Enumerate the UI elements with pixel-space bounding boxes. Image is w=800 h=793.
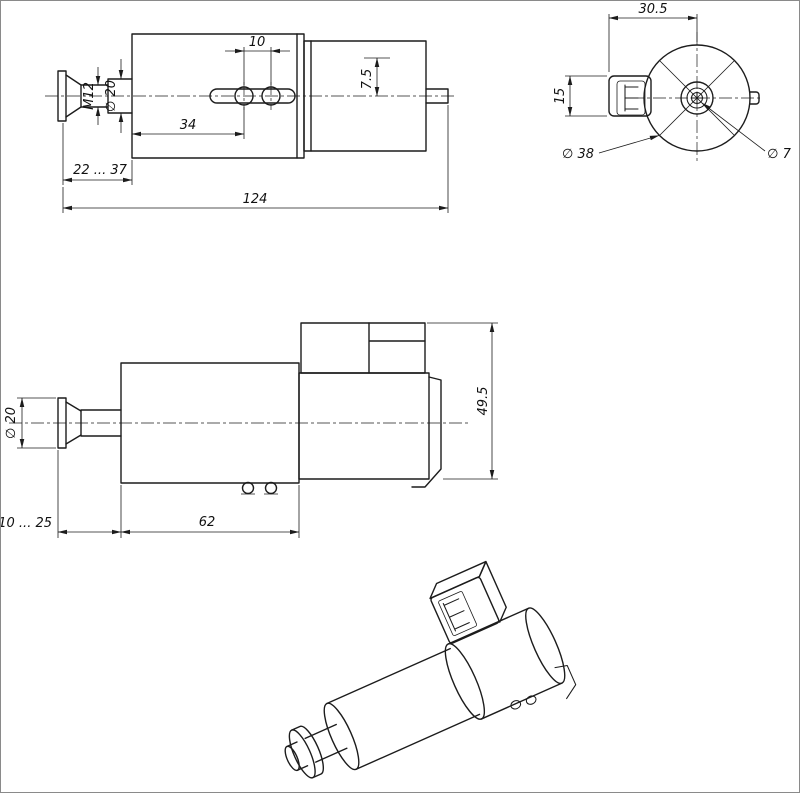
extension-lines	[243, 47, 272, 85]
dim-label-hole-dia: ∅ 7	[767, 147, 791, 162]
dim-label-plunger-dia: ∅ 20	[104, 80, 119, 112]
extension-lines	[608, 14, 698, 72]
iso-connector	[429, 560, 507, 644]
body-outline	[131, 33, 449, 159]
terminal-stud-left	[241, 481, 255, 495]
view-front: 30.5 15 ∅ 38 ∅ 7	[553, 2, 792, 164]
view-isometric	[284, 560, 577, 779]
connector-detail-lines	[368, 322, 426, 374]
iso-mounting-clip	[554, 664, 577, 700]
terminal-stud-right	[264, 481, 278, 495]
body-circle	[643, 44, 751, 152]
plunger-thread-neck	[80, 84, 109, 108]
leader-hole-dia: ∅ 7	[701, 102, 792, 162]
iso-coil-front	[444, 643, 486, 720]
leader-line	[701, 102, 766, 152]
side-screw-nub	[749, 91, 760, 105]
mounting-clip	[411, 376, 442, 488]
iso-terminal-right	[525, 695, 537, 705]
dim-label-thread: M12	[82, 82, 97, 110]
plunger-cap-disc	[57, 70, 67, 122]
iso-neck	[304, 723, 348, 763]
dim-overall-length: 124	[62, 105, 449, 213]
view-side-retracted: ∅ 20 49.5 10 ... 25 62	[1, 322, 498, 538]
connector-inset	[616, 80, 646, 116]
iso-connector-inset	[438, 591, 477, 636]
hole-centerlines	[243, 82, 272, 110]
slot-and-holes	[209, 82, 296, 110]
body-outline	[120, 322, 442, 495]
dim-hole-spacing: 10	[225, 35, 290, 85]
leader-line	[598, 135, 660, 154]
rear-housing	[303, 40, 427, 152]
dim-connector-offset: 30.5	[608, 2, 698, 72]
iso-connector-front	[430, 576, 500, 644]
coil-section	[298, 372, 430, 480]
boss-circle	[686, 87, 708, 109]
dim-slot-offset: 7.5	[360, 57, 390, 97]
screw-cross	[690, 91, 704, 105]
dim-label-overall-length: 124	[243, 192, 268, 207]
extension-lines	[57, 450, 122, 538]
dim-label-body-length: 62	[199, 515, 216, 530]
plunger-cap-disc	[57, 397, 67, 449]
dim-label-overall-height: 49.5	[476, 387, 491, 416]
iso-body-sides	[326, 647, 481, 770]
dim-connector-height: 15	[553, 75, 607, 117]
gasket-comb-glyph	[624, 84, 639, 112]
rear-rod	[425, 88, 449, 104]
extension-lines	[427, 322, 498, 480]
connector-front	[608, 75, 652, 117]
iso-flange-back	[290, 725, 325, 779]
dim-thread: M12	[82, 67, 101, 125]
iso-details	[510, 664, 577, 710]
dim-overall-height: 49.5	[427, 322, 498, 480]
dim-label-hole-spacing: 10	[249, 35, 266, 50]
connector-housing-top	[300, 322, 426, 374]
iso-coil-sides	[447, 607, 563, 720]
iso-flange-front	[288, 729, 316, 779]
dim-label-body-dia: ∅ 38	[562, 147, 594, 162]
iso-terminal-left	[510, 700, 522, 710]
plunger-cap-cone	[65, 74, 82, 118]
iso-body-front	[323, 702, 360, 771]
leader-body-dia: ∅ 38	[562, 135, 660, 162]
dim-label-stroke-range: 22 ... 37	[73, 163, 127, 178]
extension-lines	[565, 75, 607, 117]
dim-plunger-dia: ∅ 20	[104, 59, 124, 133]
dim-label-plunger-dia: ∅ 20	[4, 407, 19, 439]
hub-circle	[680, 81, 714, 115]
dim-label-connector-offset: 30.5	[639, 2, 668, 17]
iso-gasket-comb-glyph	[442, 598, 470, 632]
iso-end-cap	[525, 607, 566, 685]
dim-label-stroke-range: 10 ... 25	[1, 516, 52, 531]
dim-body-length: 62	[120, 485, 300, 538]
iso-connector-side	[478, 560, 507, 623]
iso-plunger	[284, 723, 348, 779]
dim-plunger-dia: ∅ 20	[4, 397, 56, 449]
view-side-extended: 10 7.5 34 M12 ∅ 20 22 ... 37	[45, 33, 457, 213]
plunger-outline	[57, 397, 122, 449]
plunger-outline	[57, 70, 133, 122]
dim-label-hole-position: 34	[180, 118, 197, 133]
dim-label-connector-height: 15	[553, 88, 568, 105]
iso-body	[323, 607, 566, 771]
iso-tip-sides	[286, 741, 309, 771]
dim-label-slot-offset: 7.5	[360, 69, 375, 90]
dim-hole-position: 34	[131, 107, 245, 139]
dim-stroke-range: 10 ... 25	[1, 450, 122, 538]
plunger-shaft	[80, 409, 122, 437]
slot-outline	[209, 88, 296, 104]
connector-housing	[608, 75, 652, 117]
plunger-cap-cone	[65, 401, 82, 445]
dim-stroke-range: 22 ... 37	[62, 123, 133, 185]
